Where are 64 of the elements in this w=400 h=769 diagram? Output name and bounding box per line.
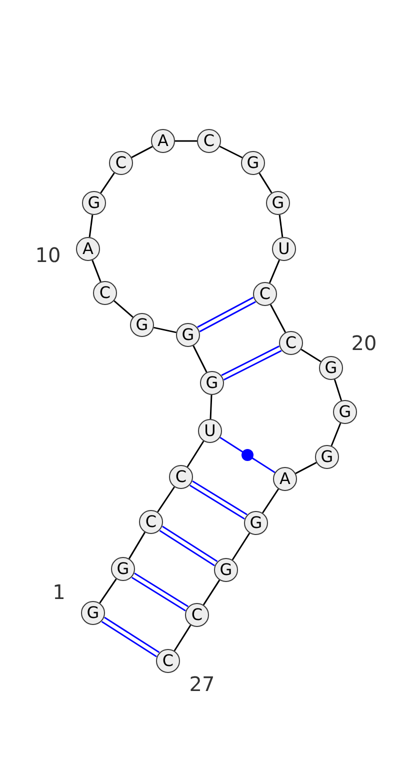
backbone-line: [210, 394, 212, 420]
backbone-line: [270, 304, 286, 333]
nucleotide-circle: A: [151, 129, 175, 153]
backbone-line: [175, 140, 197, 142]
backbone-line: [295, 462, 317, 474]
nucleotide-circle: U: [272, 237, 296, 261]
nucleotide-circle: C: [109, 151, 133, 175]
backbone-line: [131, 146, 153, 158]
nucleotide-circle: G: [333, 400, 357, 424]
nucleotide-circle: G: [200, 371, 224, 395]
nucleotide-circle: C: [93, 281, 117, 305]
backbone-line: [202, 580, 220, 606]
nucleotide-circle: G: [241, 151, 265, 175]
backbone-line: [114, 300, 134, 318]
base-pair-line: [101, 616, 160, 658]
backbone-line: [157, 486, 175, 512]
backbone-line: [268, 260, 280, 284]
backbone-line: [232, 532, 250, 560]
nucleotide-circle: G: [176, 323, 200, 347]
backbone-line: [258, 172, 272, 194]
nucleotide-circle: G: [266, 191, 290, 215]
nucleotide-circle: G: [130, 313, 154, 337]
backbone-line: [278, 214, 284, 238]
backbone-line: [88, 214, 94, 238]
backbone-line: [334, 379, 342, 401]
base-pair-line: [159, 526, 218, 566]
backbone-line: [100, 172, 115, 194]
nucleotide-circle: A: [273, 467, 297, 491]
backbone-line: [262, 488, 280, 514]
nucleotide-circle: G: [244, 511, 268, 535]
nucleotide-circle: G: [319, 356, 343, 380]
nucleotide-circle: C: [279, 331, 303, 355]
nucleotide-circle: U: [198, 419, 222, 443]
base-pair-line: [131, 572, 189, 612]
position-number: 10: [35, 245, 61, 265]
nucleotide-circle: C: [156, 649, 180, 673]
backbone-line: [92, 260, 102, 282]
nucleotide-circle: C: [197, 129, 221, 153]
nucleotide-circle: G: [315, 445, 339, 469]
position-number: 20: [351, 333, 377, 353]
backbone-line: [154, 326, 176, 334]
base-pair-line: [196, 296, 256, 332]
nucleotide-circle: G: [111, 557, 135, 581]
nucleotide-circle: C: [169, 465, 193, 489]
base-pair-line: [189, 480, 248, 520]
nucleotide-circle: G: [214, 558, 238, 582]
nucleotide-circle: C: [253, 282, 277, 306]
base-pair-line: [220, 345, 282, 381]
position-number: 27: [189, 674, 215, 694]
backbone-line: [330, 422, 342, 446]
backbone-line: [300, 348, 322, 362]
position-number: 1: [52, 582, 66, 602]
backbone-line: [99, 578, 117, 604]
backbone-line: [186, 440, 204, 468]
backbone-line: [174, 624, 192, 652]
backbone-line: [219, 146, 243, 158]
nucleotide-circle: A: [76, 237, 100, 261]
nucleotide-circle: C: [139, 510, 163, 534]
nucleotide-circle: G: [82, 191, 106, 215]
nucleotide-circle: C: [185, 603, 209, 627]
base-pair-line: [220, 436, 276, 474]
nucleotide-circle: G: [81, 601, 105, 625]
backbone-line: [128, 532, 146, 560]
backbone-line: [192, 345, 208, 373]
